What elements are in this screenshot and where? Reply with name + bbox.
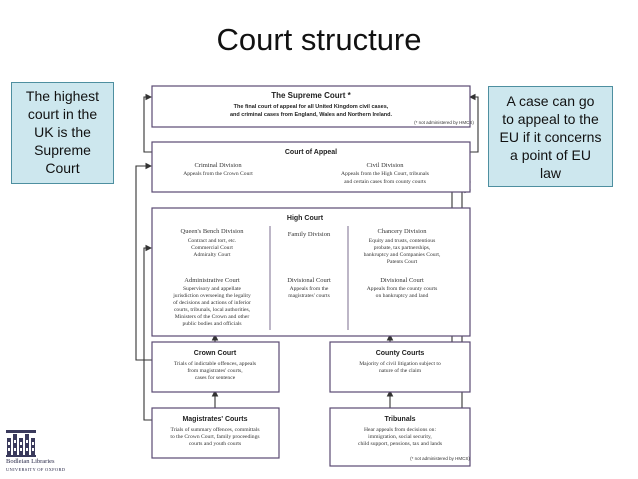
- supreme-court-callout: The highest court in the UK is the Supre…: [11, 82, 114, 184]
- chancery-line3: bankruptcy and Companies Court,: [364, 252, 441, 258]
- divisional-court-mid-line2: magistrates' courts: [288, 293, 330, 299]
- criminal-division-desc: Appeals from the Crown Court: [183, 170, 253, 177]
- divisional-court-mid-title: Divisional Court: [287, 277, 331, 284]
- divisional-court-mid-line1: Appeals from the: [290, 285, 329, 292]
- bodleian-logo-icon: [6, 430, 36, 457]
- crown-court-box: Crown Court Trials of indictable offence…: [151, 341, 280, 393]
- page-title: Court structure: [216, 22, 422, 57]
- magistrates-line1: Trials of summary offences, committals: [170, 426, 259, 433]
- tribunals-line3: child support, pensions, tax and lands: [358, 441, 442, 447]
- supreme-court-title: The Supreme Court *: [271, 91, 351, 100]
- administrative-line3: of decisions and actions of inferior: [173, 299, 251, 306]
- tribunals-note: (* not administered by HMCS): [410, 456, 470, 461]
- logo-line1: Bodleian Libraries: [6, 458, 55, 465]
- chancery-line2: probate, tax partnerships,: [374, 245, 431, 251]
- criminal-division-title: Criminal Division: [194, 162, 242, 169]
- civil-division-line1: Appeals from the High Court, tribunals: [341, 170, 429, 177]
- divisional-court-right-line2: on bankruptcy and land: [376, 293, 429, 299]
- supreme-court-line2: and criminal cases from England, Wales a…: [230, 112, 393, 118]
- bodleian-logo-text: Bodleian Libraries UNIVERSITY OF OXFORD: [6, 458, 65, 474]
- arrow-magistrates-to-high: [143, 244, 153, 421]
- eu-appeal-callout: A case can go to appeal to the EU if it …: [488, 86, 613, 187]
- queens-bench-title: Queen's Bench Division: [181, 228, 245, 235]
- magistrates-line2: to the Crown Court, family proceedings: [170, 433, 259, 440]
- administrative-line1: Supervisory and appellate: [183, 286, 242, 292]
- queens-bench-line3: Admiralty Court: [193, 252, 231, 258]
- tribunals-box: Tribunals Hear appeals from decisions on…: [329, 407, 471, 467]
- tribunals-line2: immigration, social security,: [368, 434, 432, 440]
- county-courts-line1: Majority of civil litigation subject to: [359, 360, 441, 367]
- family-division-title: Family Division: [288, 231, 331, 238]
- civil-division-title: Civil Division: [366, 162, 404, 169]
- crown-court-line2: from magistrates' courts,: [187, 367, 243, 374]
- high-court-title: High Court: [287, 215, 324, 222]
- magistrates-courts-title: Magistrates' Courts: [182, 416, 247, 423]
- divisional-court-right-line1: Appeals from the county courts: [367, 285, 438, 292]
- high-court-box: High Court Queen's Bench Division Contra…: [151, 207, 471, 337]
- magistrates-line3: courts and youth courts: [189, 441, 241, 447]
- supreme-court-note: (* not administered by HMCS): [414, 120, 474, 125]
- administrative-line6: public bodies and officials: [182, 320, 241, 327]
- crown-court-line3: cases for sentence: [195, 374, 236, 381]
- court-of-appeal-title: Court of Appeal: [285, 149, 337, 156]
- arrow-civil-to-supreme: [468, 93, 479, 153]
- administrative-court-title: Administrative Court: [184, 277, 240, 284]
- arrow-crown-to-appeal: [135, 162, 153, 361]
- chancery-line4: Patents Court: [387, 259, 418, 265]
- administrative-line2: jurisdiction overseeing the legality: [172, 293, 251, 299]
- magistrates-courts-box: Magistrates' Courts Trials of summary of…: [151, 407, 280, 459]
- tribunals-title: Tribunals: [384, 416, 415, 423]
- logo-line2: UNIVERSITY OF OXFORD: [6, 467, 66, 472]
- administrative-line5: Ministers of the Crown and other: [175, 313, 250, 320]
- divisional-court-right-title: Divisional Court: [380, 277, 424, 284]
- chancery-division-title: Chancery Division: [378, 228, 428, 235]
- court-of-appeal-box: Court of Appeal Criminal Division Appeal…: [151, 141, 471, 193]
- county-courts-box: County Courts Majority of civil litigati…: [329, 341, 471, 393]
- county-courts-title: County Courts: [376, 350, 425, 357]
- administrative-line4: courts, tribunals, local authorities,: [174, 307, 251, 313]
- chancery-line1: Equity and trusts, contentious: [369, 238, 436, 244]
- tribunals-line1: Hear appeals from decisions on:: [364, 426, 437, 433]
- civil-division-line2: and certain cases from county courts: [344, 178, 426, 185]
- supreme-court-line1: The final court of appeal for all United…: [234, 104, 389, 110]
- arrow-appeal-to-supreme: [143, 93, 153, 153]
- queens-bench-line1: Contract and tort, etc.: [188, 238, 237, 244]
- queens-bench-line2: Commercial Court: [191, 245, 233, 251]
- county-courts-line2: nature of the claim: [379, 367, 422, 374]
- crown-court-line1: Trials of indictable offences, appeals: [174, 360, 256, 367]
- supreme-court-box: The Supreme Court * The final court of a…: [151, 85, 474, 128]
- crown-court-title: Crown Court: [194, 350, 237, 357]
